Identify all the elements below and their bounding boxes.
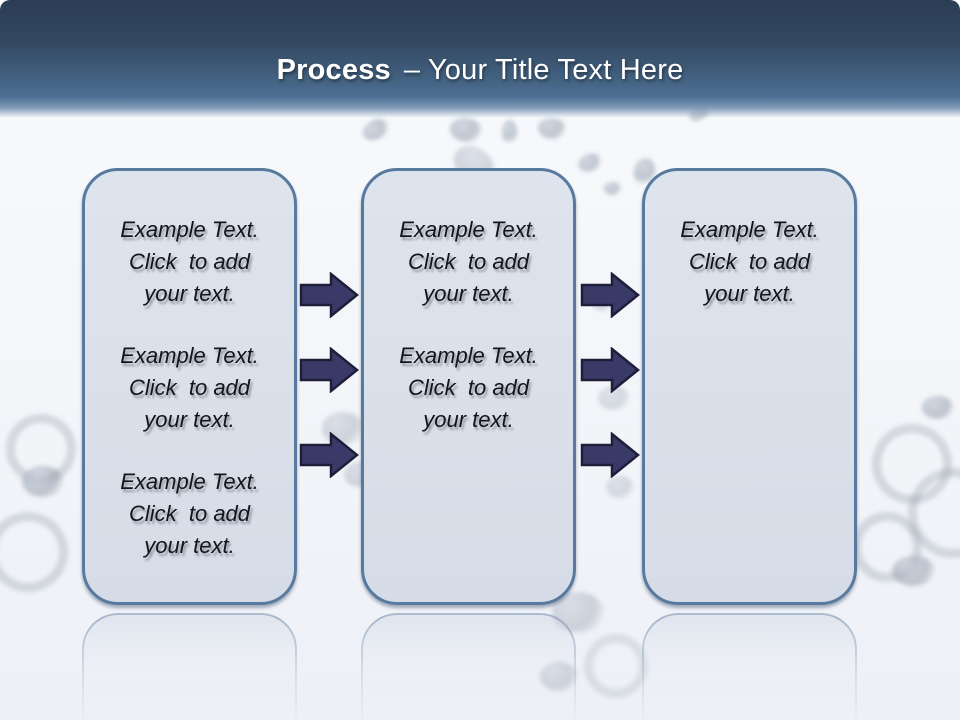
- slide-title-text: – Your Title Text Here: [403, 54, 684, 86]
- background-decoration: [448, 115, 484, 145]
- right-arrow-icon[interactable]: [299, 347, 359, 393]
- text-placeholder[interactable]: Example Text. Click to add your text.: [95, 466, 284, 562]
- placeholder-line: Example Text.: [120, 343, 259, 368]
- right-arrow-icon[interactable]: [580, 272, 640, 318]
- placeholder-line: your text.: [704, 281, 795, 306]
- placeholder-line: your text.: [423, 407, 514, 432]
- slide-title[interactable]: Process – Your Title Text Here: [0, 54, 960, 87]
- placeholder-line: your text.: [144, 407, 235, 432]
- slide-title-keyword: Process: [276, 54, 391, 86]
- placeholder-line: Example Text.: [120, 217, 259, 242]
- background-decoration: [536, 116, 568, 141]
- text-placeholder[interactable]: Example Text. Click to add your text.: [95, 340, 284, 436]
- background-decoration: [606, 476, 634, 498]
- right-arrow-icon[interactable]: [299, 432, 359, 478]
- process-box-3[interactable]: Example Text. Click to add your text.: [642, 168, 857, 605]
- process-box-2[interactable]: Example Text. Click to add your text. Ex…: [361, 168, 576, 605]
- title-bar: Process – Your Title Text Here: [0, 0, 960, 118]
- background-decoration: [892, 556, 936, 586]
- box-reflection: [361, 613, 576, 720]
- placeholder-line: Example Text.: [399, 343, 538, 368]
- placeholder-line: Example Text.: [399, 217, 538, 242]
- placeholder-line: your text.: [144, 281, 235, 306]
- text-placeholder[interactable]: Example Text. Click to add your text.: [374, 340, 563, 436]
- text-placeholder[interactable]: Example Text. Click to add your text.: [95, 214, 284, 310]
- text-placeholder[interactable]: Example Text. Click to add your text.: [655, 214, 844, 310]
- background-decoration: [22, 466, 64, 497]
- text-placeholder[interactable]: Example Text. Click to add your text.: [374, 214, 563, 310]
- background-decoration: [322, 412, 364, 445]
- background-decoration: [575, 150, 605, 175]
- process-box-1[interactable]: Example Text. Click to add your text. Ex…: [82, 168, 297, 605]
- placeholder-line: Click to add: [688, 249, 811, 274]
- placeholder-line: Click to add: [128, 249, 251, 274]
- right-arrow-icon[interactable]: [299, 272, 359, 318]
- background-decoration: [908, 468, 960, 558]
- placeholder-line: Click to add: [128, 375, 251, 400]
- placeholder-line: your text.: [144, 533, 235, 558]
- placeholder-line: Click to add: [407, 375, 530, 400]
- background-decoration: [584, 634, 648, 698]
- right-arrow-icon[interactable]: [580, 347, 640, 393]
- placeholder-line: your text.: [423, 281, 514, 306]
- placeholder-line: Click to add: [407, 249, 530, 274]
- background-decoration: [502, 120, 517, 144]
- placeholder-line: Click to add: [128, 501, 251, 526]
- placeholder-line: Example Text.: [680, 217, 819, 242]
- right-arrow-icon[interactable]: [580, 432, 640, 478]
- background-decoration: [604, 182, 621, 195]
- background-decoration: [359, 114, 393, 145]
- placeholder-line: Example Text.: [120, 469, 259, 494]
- box-reflection: [82, 613, 297, 720]
- background-decoration: [922, 396, 954, 419]
- box-reflection: [642, 613, 857, 720]
- background-decoration: [0, 512, 68, 592]
